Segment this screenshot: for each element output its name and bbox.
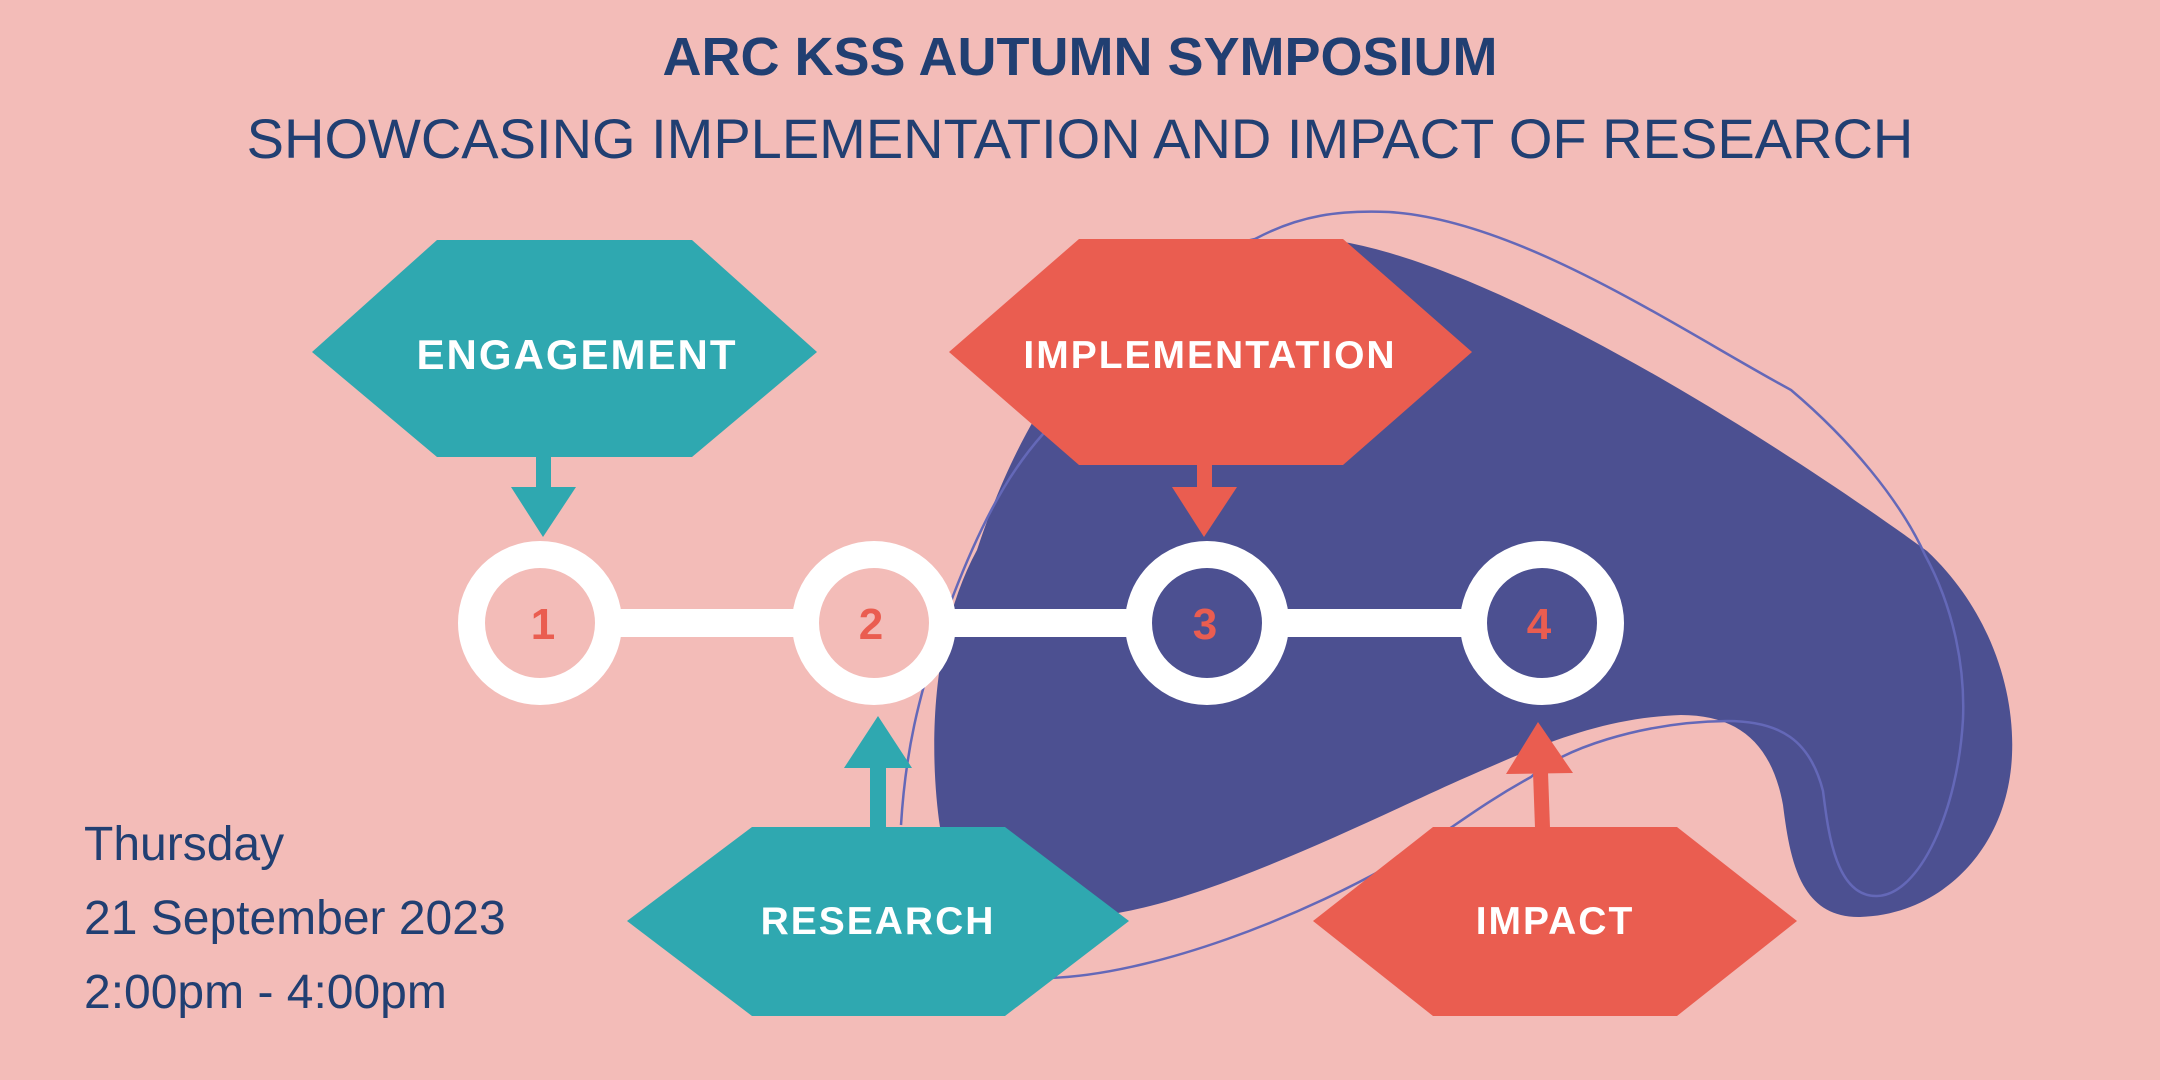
impact-hexagon <box>1313 827 1797 1016</box>
step-number-1: 1 <box>531 600 555 649</box>
research-arrow-shaft <box>870 766 886 828</box>
research-label: RESEARCH <box>761 900 996 943</box>
engagement-label: ENGAGEMENT <box>416 331 737 378</box>
event-time: 2:00pm - 4:00pm <box>84 966 447 1019</box>
engagement-hexagon <box>312 240 817 457</box>
step-ring-3 <box>1125 541 1289 705</box>
step-number-4: 4 <box>1527 600 1552 649</box>
step-research: RESEARCH <box>627 716 1129 1016</box>
step-ring-4 <box>1460 541 1624 705</box>
event-day: Thursday <box>84 818 285 871</box>
research-arrow-head <box>844 716 912 768</box>
implementation-arrow-head <box>1172 487 1237 537</box>
step-implementation: IMPLEMENTATION <box>949 239 1472 537</box>
step-ring-2 <box>792 541 956 705</box>
step-number-3: 3 <box>1193 600 1217 649</box>
step-node-1: 1 <box>458 541 622 705</box>
step-number-2: 2 <box>859 600 883 649</box>
impact-arrow-head <box>1506 722 1573 774</box>
impact-label: IMPACT <box>1476 900 1635 943</box>
event-date: 21 September 2023 <box>84 892 506 945</box>
event-title: ARC KSS AUTUMN SYMPOSIUM <box>662 27 1498 87</box>
implementation-label: IMPLEMENTATION <box>1023 334 1396 377</box>
implementation-hexagon <box>949 239 1472 465</box>
event-subtitle: SHOWCASING IMPLEMENTATION AND IMPACT OF … <box>246 107 1914 170</box>
implementation-arrow-shaft <box>1197 464 1212 488</box>
step-node-2: 2 <box>792 541 956 705</box>
impact-arrow-shaft <box>1533 772 1550 828</box>
research-hexagon <box>627 827 1129 1016</box>
step-node-4: 4 <box>1460 541 1624 705</box>
step-impact: IMPACT <box>1313 722 1797 1016</box>
timeline-connector <box>540 609 1542 637</box>
step-node-3: 3 <box>1125 541 1289 705</box>
event-details: Thursday 21 September 2023 2:00pm - 4:00… <box>84 808 506 1030</box>
step-engagement: ENGAGEMENT <box>312 240 817 537</box>
engagement-arrow-shaft <box>536 456 551 488</box>
step-ring-1 <box>458 541 622 705</box>
engagement-arrow-head <box>511 487 576 537</box>
